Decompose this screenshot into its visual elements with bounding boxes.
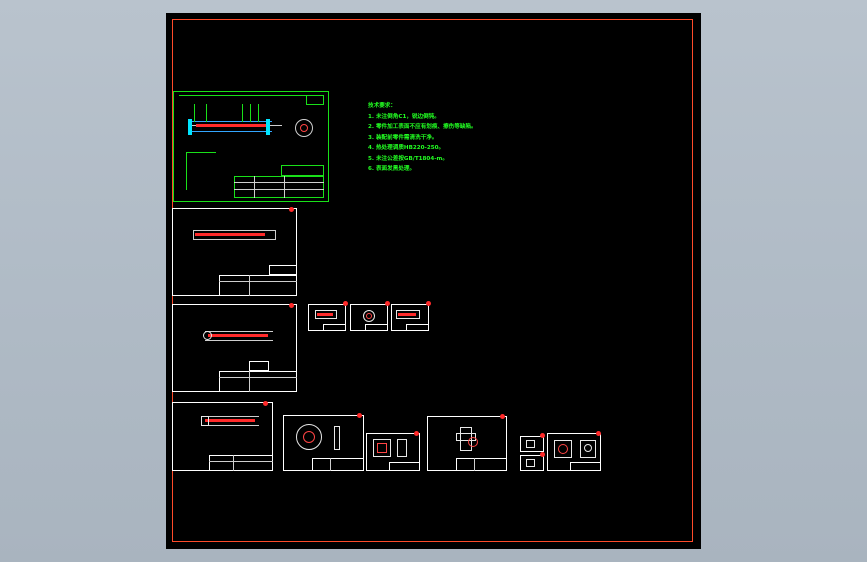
part-drawing-sheet-7[interactable]	[172, 402, 273, 471]
part-drawing-sheet-10[interactable]	[427, 416, 507, 471]
part-drawing-sheet-11[interactable]	[520, 436, 544, 452]
notes-line-1: 技术要求：	[368, 103, 396, 109]
revision-marker	[263, 401, 268, 406]
revision-marker	[357, 413, 362, 418]
revision-marker	[414, 431, 419, 436]
revision-marker	[289, 303, 294, 308]
revision-marker	[540, 433, 545, 438]
part-drawing-sheet-12[interactable]	[520, 455, 544, 471]
revision-marker	[596, 431, 601, 436]
revision-marker	[500, 414, 505, 419]
part-drawing-sheet-2[interactable]	[172, 208, 297, 296]
revision-marker	[343, 301, 348, 306]
part-drawing-sheet-13[interactable]	[547, 433, 601, 471]
notes-line-3: 2. 零件加工表面不应有划痕、擦伤等缺陷。	[368, 124, 477, 130]
cad-model-space[interactable]: 技术要求： 1. 未注倒角C1，锐边倒钝。 2. 零件加工表面不应有划痕、擦伤等…	[166, 13, 701, 549]
notes-line-7: 6. 表面发黑处理。	[368, 166, 416, 172]
part-drawing-sheet-5[interactable]	[350, 304, 388, 331]
notes-line-6: 5. 未注公差按GB/T1804-m。	[368, 155, 448, 162]
revision-marker	[385, 301, 390, 306]
revision-marker	[426, 301, 431, 306]
notes-line-2: 1. 未注倒角C1，锐边倒钝。	[368, 113, 440, 120]
revision-marker	[540, 452, 545, 457]
part-drawing-sheet-8[interactable]	[283, 415, 364, 471]
notes-line-4: 3. 装配前零件需清洗干净。	[368, 134, 438, 141]
assembly-drawing-sheet[interactable]	[173, 91, 329, 202]
part-drawing-sheet-4[interactable]	[308, 304, 346, 331]
revision-marker	[289, 207, 294, 212]
part-drawing-sheet-9[interactable]	[366, 433, 420, 471]
notes-line-5: 4. 热处理调质HB220-250。	[368, 145, 445, 151]
part-drawing-sheet-6[interactable]	[391, 304, 429, 331]
part-drawing-sheet-3[interactable]	[172, 304, 297, 392]
technical-requirements-notes: 技术要求： 1. 未注倒角C1，锐边倒钝。 2. 零件加工表面不应有划痕、擦伤等…	[368, 101, 518, 175]
